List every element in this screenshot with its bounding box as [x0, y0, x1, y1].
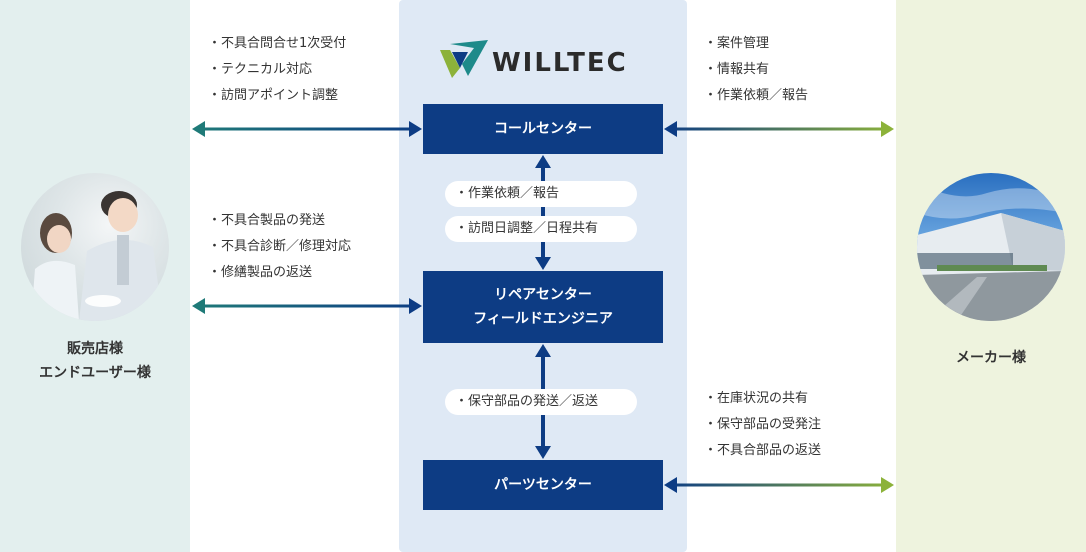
list-item: 不具合診断／修理対応: [208, 234, 351, 260]
list-item: テクニカル対応: [208, 57, 346, 83]
arrow-parts-manufacturer: [664, 477, 894, 493]
dealer-enduser-label: 販売店様 エンドユーザー様: [0, 337, 190, 385]
list-item: 作業依頼／報告: [704, 83, 808, 109]
list-parts-services-right: 在庫状況の共有 保守部品の受発注 不具合部品の返送: [704, 386, 821, 464]
list-item: 案件管理: [704, 31, 808, 57]
arrow-call-manufacturer: [664, 121, 894, 137]
willtec-logo-mark-icon: [440, 40, 488, 78]
list-call-services-left: 不具合問合せ1次受付 テクニカル対応 訪問アポイント調整: [208, 31, 346, 109]
label-dealer: 販売店様: [67, 341, 123, 357]
repair-center-box: リペアセンター フィールドエンジニア: [423, 271, 663, 343]
list-repair-services-left: 不具合製品の発送 不具合診断／修理対応 修繕製品の返送: [208, 208, 351, 286]
list-call-services-right: 案件管理 情報共有 作業依頼／報告: [704, 31, 808, 109]
manufacturer-label: メーカー様: [956, 350, 1026, 366]
list-item: 不具合製品の発送: [208, 208, 351, 234]
pill-visit-schedule: ・訪問日調整／日程共有: [445, 216, 637, 242]
list-item: 保守部品の受発注: [704, 412, 821, 438]
list-item: 在庫状況の共有: [704, 386, 821, 412]
pill-work-request: ・作業依頼／報告: [445, 181, 637, 207]
willtec-logo: WILLTEC: [438, 38, 638, 86]
factory-photo: [917, 173, 1065, 321]
label-end-user: エンドユーザー様: [39, 365, 151, 381]
arrow-dealer-call: [192, 121, 422, 137]
list-item: 不具合問合せ1次受付: [208, 31, 346, 57]
call-center-label: コールセンター: [494, 121, 592, 137]
staff-photo: [21, 173, 169, 321]
arrow-dealer-repair: [192, 298, 422, 314]
list-item: 情報共有: [704, 57, 808, 83]
call-center-box: コールセンター: [423, 104, 663, 154]
arrow-call-repair: [535, 155, 551, 270]
list-item: 不具合部品の返送: [704, 438, 821, 464]
repair-center-label: リペアセンター: [494, 287, 592, 303]
parts-center-box: パーツセンター: [423, 460, 663, 510]
list-item: 訪問アポイント調整: [208, 83, 346, 109]
parts-center-label: パーツセンター: [494, 477, 592, 493]
list-item: 修繕製品の返送: [208, 260, 351, 286]
field-engineer-label: フィールドエンジニア: [473, 311, 613, 327]
pill-parts-shipping: ・保守部品の発送／返送: [445, 389, 637, 415]
willtec-logo-text: WILLTEC: [492, 48, 628, 78]
